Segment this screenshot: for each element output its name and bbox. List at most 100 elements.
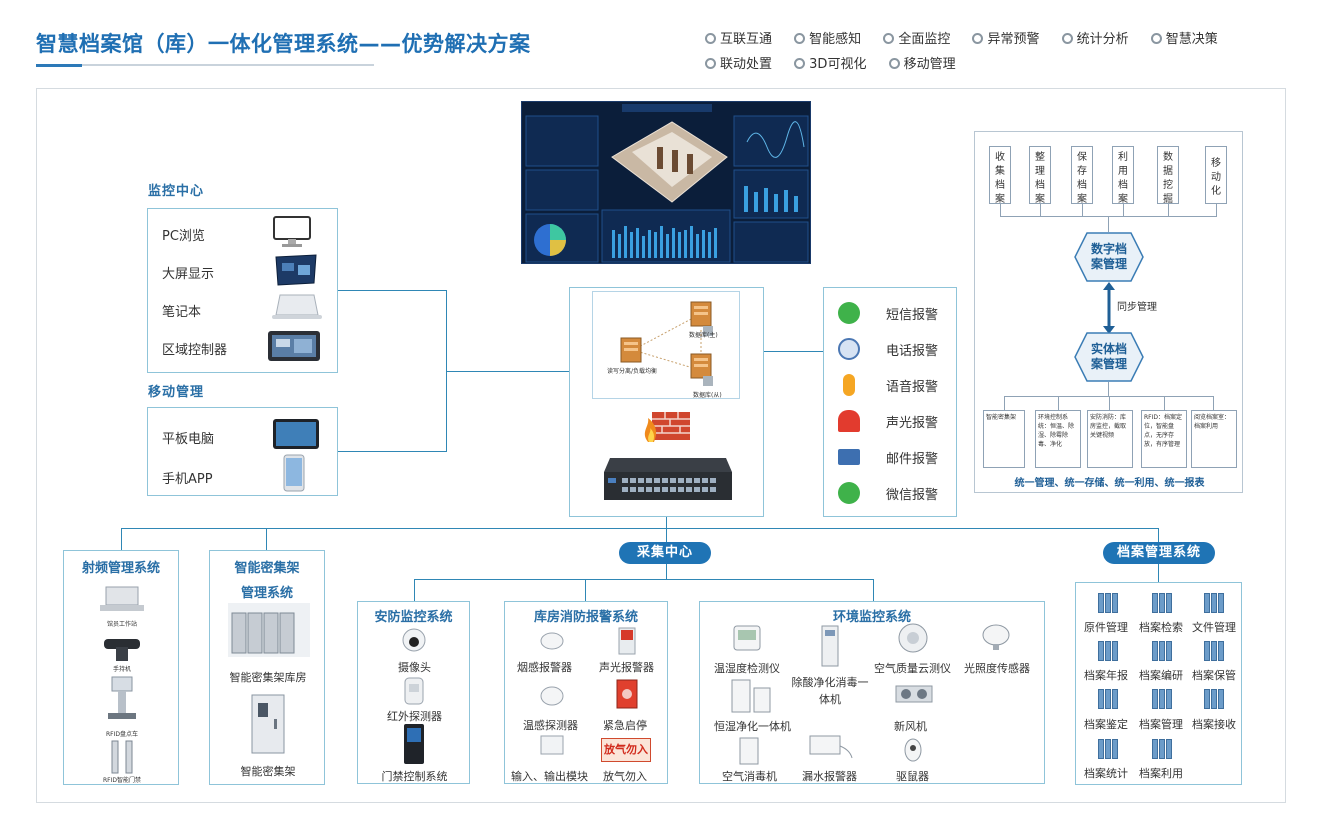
physical-mgmt-label: 实体档案管理: [1090, 342, 1127, 371]
connector-line: [666, 563, 667, 579]
shelf-item-label: 智能密集架: [240, 765, 296, 778]
archive-folder-icon: [1152, 641, 1174, 661]
alarm-item: 电话报警: [838, 335, 948, 365]
infrared-sensor-icon: [404, 677, 424, 705]
server-diagram: [620, 301, 713, 386]
handheld-icon: [104, 639, 140, 661]
rodent-repeller-icon: [904, 738, 922, 762]
branch-line: [1109, 396, 1110, 410]
connector-line: [414, 579, 874, 580]
connector-line: [338, 290, 446, 291]
security-item-label: 摄像头: [398, 661, 431, 674]
branch-line: [1216, 204, 1217, 216]
circle-icon: [794, 33, 806, 44]
archive-folder-icon: [1152, 593, 1174, 613]
device-label: PC浏览: [162, 229, 205, 244]
digital-mgmt-label: 数字档案管理: [1090, 242, 1127, 271]
archive-system-pill: 档案管理系统: [1103, 542, 1215, 564]
mobile-mgmt-box: 平板电脑 手机APP: [147, 407, 338, 496]
rfid-item-label: 手持机: [112, 666, 131, 673]
archive-step: 利用档案: [1112, 146, 1134, 205]
thermometer-hygrometer-icon: [733, 625, 761, 651]
connector-line: [666, 517, 667, 528]
env-item-label: 除酸净化消毒一体机: [791, 676, 869, 706]
alarm-light-icon: [618, 627, 636, 655]
controller-icon: [268, 331, 320, 361]
archive-folder-icon: [1152, 739, 1174, 759]
feature-tag: 统计分析: [1061, 28, 1129, 47]
branch-line: [1168, 204, 1169, 216]
phone-call-icon: [838, 338, 860, 360]
mobile-mgmt-label: 移动管理: [148, 385, 205, 400]
archive-folder-icon: [1098, 593, 1120, 613]
device-label: 区域控制器: [162, 343, 228, 358]
inventory-cart-icon: [108, 676, 136, 719]
archive-item-label: 档案鉴定: [1084, 718, 1128, 731]
alarm-item: 邮件报警: [838, 443, 948, 473]
connector-line: [446, 371, 569, 372]
smart-shelf-icon: [251, 694, 285, 754]
wechat-icon: [838, 482, 860, 504]
feature-tag: 3D可视化: [794, 53, 866, 72]
rfid-item-label: RFID智能门禁: [102, 777, 141, 784]
circle-icon: [1150, 33, 1162, 44]
connector-line: [666, 528, 667, 542]
env-item-label: 新风机: [894, 720, 927, 733]
workstation-icon: [100, 586, 144, 611]
env-item-label: 漏水报警器: [802, 770, 857, 783]
access-control-icon: [404, 724, 424, 764]
page-title: 智慧档案馆（库）一体化管理系统——优势解决方案: [36, 32, 531, 56]
feature-tag: 联动处置: [705, 53, 772, 72]
circle-icon: [794, 58, 806, 69]
feature-tag: 移动管理: [888, 53, 956, 72]
branch-line: [1004, 396, 1213, 397]
server-label: 读写分离/负载均衡: [607, 368, 658, 375]
env-item-label: 空气质量云测仪: [874, 662, 951, 675]
archive-folder-icon: [1098, 641, 1120, 661]
circle-icon: [1061, 33, 1073, 44]
device-label: 手机APP: [162, 472, 213, 487]
fire-item-label: 放气勿入: [603, 770, 647, 783]
archive-folder-icon: [1152, 689, 1174, 709]
archive-mgmt-box: 原件管理 档案检索 文件管理 档案年报 档案编研 档案保管 档案鉴定 档案管理 …: [1075, 582, 1242, 785]
branch-line: [1108, 382, 1109, 396]
diagram-frame: [36, 88, 1286, 803]
smoke-detector-icon: [540, 632, 564, 650]
physical-item: 环境控制系统：恒温、除湿、除霉除毒、净化: [1035, 410, 1081, 468]
device-label: 平板电脑: [162, 432, 215, 447]
circle-icon: [705, 58, 716, 69]
circle-icon: [883, 33, 895, 44]
env-item-label: 驱鼠器: [896, 770, 929, 783]
env-item-label: 恒湿净化一体机: [714, 720, 791, 733]
branch-line: [1108, 216, 1109, 232]
connector-line: [266, 528, 267, 550]
archive-item-label: 档案统计: [1084, 767, 1128, 780]
branch-line: [1082, 204, 1083, 216]
archive-step: 收集档案: [989, 146, 1011, 205]
connector-line: [585, 579, 586, 601]
physical-item: RFID：档案定位，智能盘点，无序存放，有序管理: [1141, 410, 1187, 468]
archive-item-label: 档案年报: [1084, 669, 1128, 682]
humidity-purifier-icon: [731, 679, 771, 713]
alarm-item: 短信报警: [838, 299, 948, 329]
branch-line: [1164, 396, 1165, 410]
security-item-label: 红外探测器: [387, 710, 442, 723]
branch-line: [1213, 396, 1214, 410]
fire-system-title: 库房消防报警系统: [533, 610, 638, 625]
heat-detector-icon: [540, 686, 564, 706]
connector-line: [121, 528, 122, 550]
connector-line: [1158, 528, 1159, 542]
collection-center-pill: 采集中心: [619, 542, 711, 564]
env-item-label: 光照度传感器: [964, 662, 1030, 675]
emergency-stop-icon: [616, 679, 638, 709]
air-quality-icon: [898, 623, 928, 653]
shelf-item-label: 智能密集架库房: [229, 671, 307, 684]
connector-line: [1158, 563, 1159, 582]
archive-item-label: 文件管理: [1192, 621, 1236, 634]
server-icon: [690, 301, 712, 327]
laptop-icon: [272, 294, 322, 319]
sms-icon: [838, 302, 860, 324]
branch-line: [1000, 204, 1001, 216]
connector-line: [764, 351, 823, 352]
device-label: 笔记本: [162, 305, 202, 320]
